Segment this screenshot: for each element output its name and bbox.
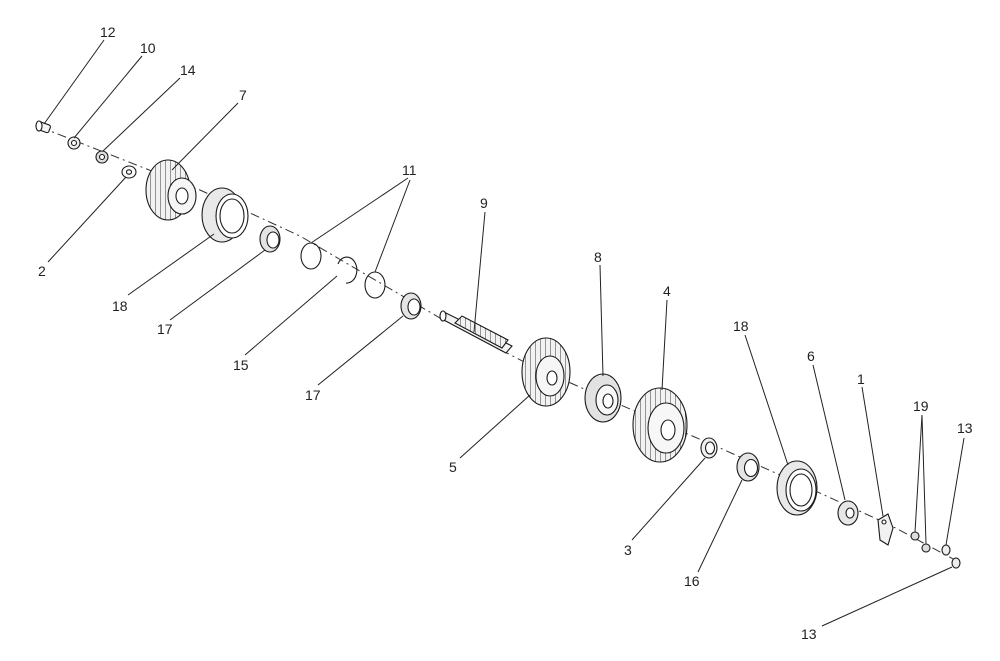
part-6-thrust-washer <box>837 500 859 526</box>
part-15-snap-ring <box>337 256 358 284</box>
part-17-bearing-cone <box>400 292 422 320</box>
part-5-bevel-gear <box>521 337 571 407</box>
callout-17-right: 17 <box>305 387 321 403</box>
part-7-spur-gear <box>145 159 197 221</box>
part-4-crown-gear <box>632 387 688 463</box>
part-13-bolt <box>941 544 961 569</box>
callout-5: 5 <box>449 459 457 475</box>
callout-16: 16 <box>684 573 700 589</box>
part-18-bearing-cup <box>201 187 249 243</box>
callout-11: 11 <box>402 162 417 178</box>
callout-9: 9 <box>480 195 488 211</box>
part-8-clutch-collar <box>584 373 622 423</box>
part-18-bearing-cup <box>776 460 818 516</box>
callout-10: 10 <box>140 40 156 56</box>
callout-12: 12 <box>100 24 116 40</box>
callout-8: 8 <box>594 249 602 265</box>
callout-4: 4 <box>663 283 671 299</box>
callout-2: 2 <box>38 263 46 279</box>
part-11-shim <box>364 271 386 299</box>
callout-14: 14 <box>180 62 196 78</box>
callout-6: 6 <box>807 348 815 364</box>
part-17-bearing-cone <box>259 225 281 253</box>
callout-7: 7 <box>239 87 247 103</box>
callout-18-right: 18 <box>733 318 749 334</box>
part-3-ring <box>700 437 718 459</box>
part-11-shim <box>300 242 322 270</box>
part-9-splined-shaft <box>439 310 513 354</box>
part-10-washer <box>67 136 81 150</box>
part-1-lock-plate <box>877 513 894 546</box>
leader-lines <box>43 39 965 627</box>
callout-3: 3 <box>624 542 632 558</box>
callout-1: 1 <box>857 371 865 387</box>
callout-13-bottom: 13 <box>801 626 817 642</box>
callout-13-top: 13 <box>957 420 973 436</box>
part-12-bolt <box>35 120 51 134</box>
part-16-bearing <box>736 452 760 482</box>
callout-18-left: 18 <box>112 298 128 314</box>
callout-17-left: 17 <box>157 321 173 337</box>
callout-15: 15 <box>233 357 249 373</box>
part-14-nut <box>95 150 109 164</box>
callout-19: 19 <box>913 398 929 414</box>
callout-numbers: 12 10 14 7 2 11 18 17 15 17 9 8 4 5 18 6… <box>38 24 973 642</box>
part-19-nut <box>910 531 931 553</box>
part-2-washer <box>121 165 137 179</box>
